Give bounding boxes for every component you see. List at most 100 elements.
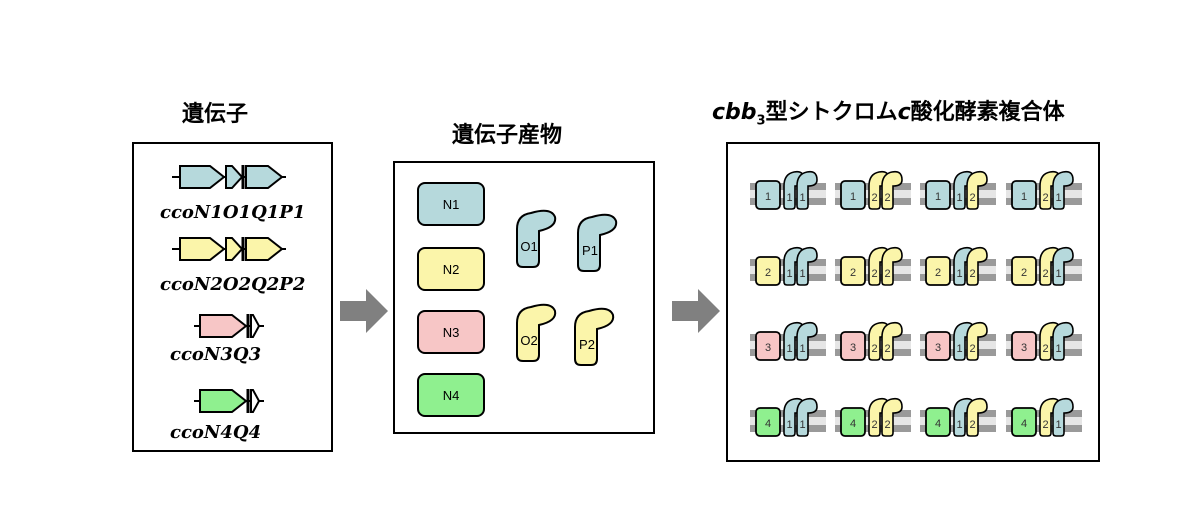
complex-p-subunit: 2 xyxy=(881,321,903,361)
arrow-right-icon-2 xyxy=(672,289,720,333)
complex-o-subunit-label: 2 xyxy=(871,192,877,204)
complex-o-subunit-label: 2 xyxy=(871,419,877,431)
complex-p-subunit: 1 xyxy=(1052,397,1074,437)
complex-n-label: 3 xyxy=(765,342,771,354)
complex-n-label: 4 xyxy=(765,418,771,430)
complex-o-subunit-label: 2 xyxy=(871,268,877,280)
gene-label-3: ccoN3Q3 xyxy=(170,344,262,365)
complex-p-subunit-label: 2 xyxy=(884,268,890,280)
complex-n-label: 4 xyxy=(850,418,856,430)
complex-title-cbb: cbb xyxy=(712,100,757,125)
complex-n-box xyxy=(840,331,866,361)
complex-p-subunit: 1 xyxy=(1052,170,1074,210)
complex-n-label: 1 xyxy=(1021,191,1027,203)
complex-n-box xyxy=(755,256,781,286)
complex-title-c: c xyxy=(897,100,911,125)
product-o1-label: O1 xyxy=(520,239,537,254)
complex-p-subunit-label: 1 xyxy=(1055,192,1061,204)
product-n4: N4 xyxy=(417,373,485,417)
complex-o-subunit-label: 1 xyxy=(956,419,962,431)
gene-diagrams xyxy=(172,165,286,413)
complex-n-label: 3 xyxy=(1021,342,1027,354)
product-n2: N2 xyxy=(417,247,485,291)
complex-p-subunit: 2 xyxy=(966,170,988,210)
product-p2-label: P2 xyxy=(579,337,595,352)
gene-diagram-1 xyxy=(172,165,286,189)
complex-o-subunit-label: 2 xyxy=(871,343,877,355)
complex-o-subunit-label: 1 xyxy=(956,343,962,355)
complex-n-box xyxy=(755,331,781,361)
complex-title: cbb3型シトクロムc酸化酵素複合体 xyxy=(712,94,1065,128)
complex-n-label: 3 xyxy=(935,342,941,354)
complex-p-subunit-label: 2 xyxy=(969,268,975,280)
complex-o-subunit-label: 1 xyxy=(786,343,792,355)
complex-n-label: 1 xyxy=(765,191,771,203)
complex-n-box xyxy=(1011,180,1037,210)
complex-o-subunit-label: 1 xyxy=(956,192,962,204)
complex-n-box xyxy=(925,180,951,210)
complex-p-subunit-label: 2 xyxy=(969,419,975,431)
complex-n-box xyxy=(755,180,781,210)
complex-p-subunit-label: 1 xyxy=(1055,268,1061,280)
complex-o-subunit-label: 1 xyxy=(786,192,792,204)
product-p1-label: P1 xyxy=(582,243,598,258)
complex-o-subunit-label: 2 xyxy=(1042,419,1048,431)
complex-o-subunit-label: 1 xyxy=(786,268,792,280)
complex-p-subunit-label: 1 xyxy=(1055,419,1061,431)
product-p2: P2 xyxy=(574,307,615,366)
product-n3: N3 xyxy=(417,310,485,354)
complex-n-label: 2 xyxy=(1021,267,1027,279)
complex-title-mid: 型シトクロム xyxy=(765,100,898,125)
complex-p-subunit-label: 2 xyxy=(969,343,975,355)
genes-title: 遺伝子 xyxy=(182,102,249,127)
complex-p-subunit: 2 xyxy=(881,246,903,286)
complex-n-box xyxy=(1011,331,1037,361)
complex-p-subunit: 1 xyxy=(796,246,818,286)
complex-p-subunit-label: 1 xyxy=(799,268,805,280)
products-title: 遺伝子産物 xyxy=(452,123,563,148)
gene-label-1: ccoN1O1Q1P1 xyxy=(160,202,306,223)
complex-o-subunit-label: 2 xyxy=(1042,343,1048,355)
complex-n-box xyxy=(925,256,951,286)
complex-n-label: 2 xyxy=(765,267,771,279)
complex-p-subunit-label: 2 xyxy=(884,419,890,431)
complex-n-box xyxy=(840,256,866,286)
complex-n-label: 4 xyxy=(935,418,941,430)
product-o2-label: O2 xyxy=(520,333,537,348)
complex-p-subunit: 2 xyxy=(966,397,988,437)
complex-n-label: 3 xyxy=(850,342,856,354)
gene-label-4: ccoN4Q4 xyxy=(170,422,262,443)
complex-p-subunit: 1 xyxy=(796,321,818,361)
complex-n-label: 1 xyxy=(850,191,856,203)
complex-n-box xyxy=(925,331,951,361)
complex-p-subunit-label: 1 xyxy=(799,192,805,204)
complex-n-box xyxy=(1011,407,1037,437)
gene-diagram-4 xyxy=(194,389,264,413)
complex-p-subunit: 1 xyxy=(1052,246,1074,286)
genes-panel: ccoN1O1Q1P1 ccoN2O2Q2P2 ccoN3Q3 ccoN4Q4 xyxy=(132,142,333,452)
complex-p-subunit-label: 2 xyxy=(884,192,890,204)
complex-n-label: 2 xyxy=(850,267,856,279)
gene-diagram-3 xyxy=(194,314,264,338)
complex-o-subunit-label: 2 xyxy=(1042,268,1048,280)
product-n1: N1 xyxy=(417,182,485,226)
complex-p-subunit: 2 xyxy=(881,397,903,437)
complex-n-box xyxy=(755,407,781,437)
gene-label-2: ccoN2O2Q2P2 xyxy=(160,274,306,295)
